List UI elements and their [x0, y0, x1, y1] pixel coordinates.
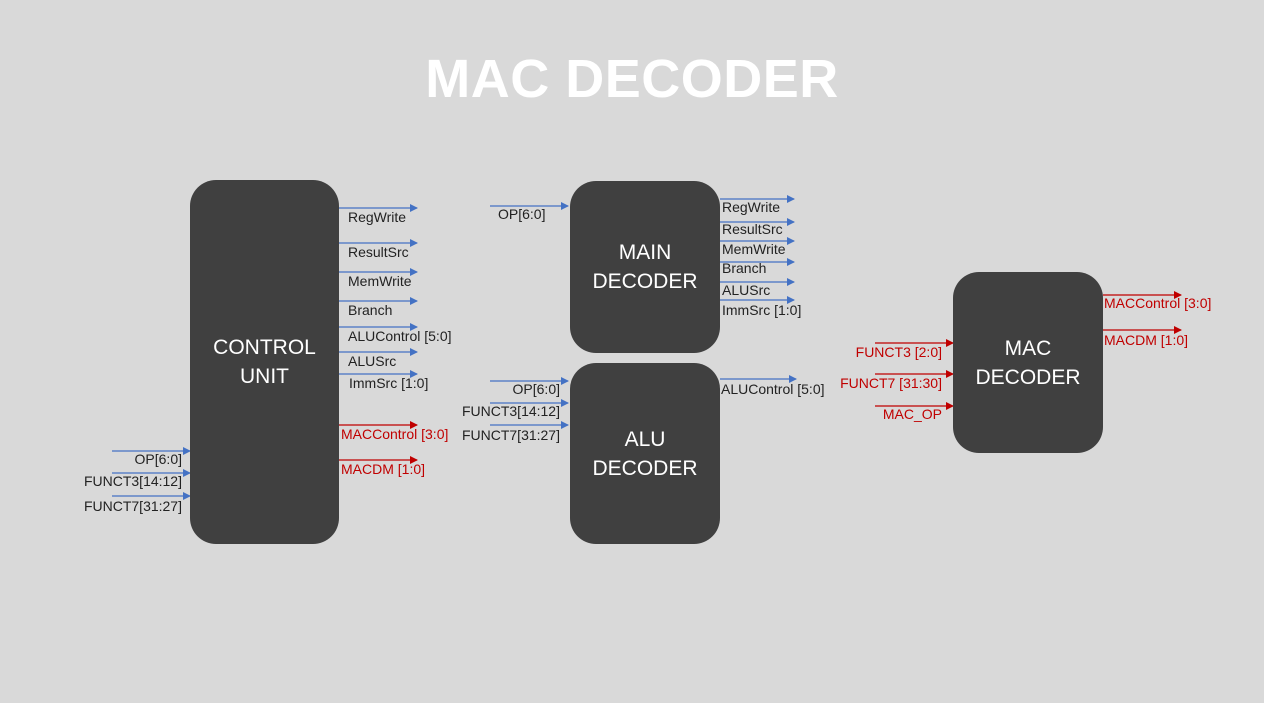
main-output-regwrite-label: RegWrite [722, 199, 781, 215]
main-output-immsrc-label: ImmSrc [1:0] [722, 302, 802, 318]
cu-output-regwrite-label: RegWrite [348, 209, 407, 225]
cu-output-alusrc-label: ALUSrc [348, 353, 397, 369]
mac-decoder-block: MAC DECODER [953, 272, 1103, 453]
cu-output-resultsrc-label: ResultSrc [348, 244, 409, 260]
mac-input-funct7-label: FUNCT7 [31:30] [840, 375, 942, 391]
alu-input-op-label: OP[6:0] [512, 381, 560, 397]
alu-output-alucontrol-label: ALUControl [5:0] [721, 381, 825, 397]
main-decoder-line1: MAIN [618, 241, 672, 264]
alu-decoder-line1: ALU [624, 427, 666, 451]
main-output-branch-label: Branch [722, 260, 767, 276]
cu-output-branch-label: Branch [348, 302, 393, 318]
cu-output-alucontrol-label: ALUControl [5:0] [348, 328, 452, 344]
cu-output-memwrite-label: MemWrite [348, 273, 412, 289]
control-unit-line1: CONTROL [213, 336, 316, 359]
mac-decoder-line2: DECODER [975, 365, 1081, 389]
mac-input-macop-label: MAC_OP [882, 406, 942, 422]
main-output-alusrc-label: ALUSrc [722, 282, 771, 298]
slide-title: MAC DECODER [425, 49, 839, 109]
alu-decoder-block: ALU DECODER [570, 363, 720, 544]
mac-decoder-line1: MAC [1004, 336, 1052, 360]
control-unit-block: CONTROL UNIT [190, 180, 339, 544]
alu-decoder-line2: DECODER [592, 456, 698, 480]
cu-output-maccontrol-label: MACControl [3:0] [341, 426, 449, 442]
alu-input-funct3-label: FUNCT3[14:12] [461, 403, 560, 419]
cu-input-op-label: OP[6:0] [134, 451, 182, 467]
cu-output-macdm-label: MACDM [1:0] [341, 461, 426, 477]
main-output-resultsrc-label: ResultSrc [722, 221, 783, 237]
main-decoder-block: MAIN DECODER [570, 181, 720, 353]
main-decoder-line2: DECODER [592, 270, 698, 293]
cu-input-funct3-label: FUNCT3[14:12] [83, 473, 182, 489]
main-input-op-label: OP[6:0] [498, 206, 546, 222]
mac-input-funct3-label: FUNCT3 [2:0] [855, 344, 942, 360]
mac-output-maccontrol-label: MACControl [3:0] [1104, 295, 1212, 311]
cu-input-funct7-label: FUNCT7[31:27] [83, 498, 182, 514]
control-unit-line2: UNIT [240, 365, 289, 388]
cu-output-immsrc-label: ImmSrc [1:0] [349, 375, 429, 391]
mac-output-macdm-label: MACDM [1:0] [1104, 332, 1189, 348]
main-output-memwrite-label: MemWrite [722, 241, 786, 257]
alu-input-funct7-label: FUNCT7[31:27] [461, 427, 560, 443]
